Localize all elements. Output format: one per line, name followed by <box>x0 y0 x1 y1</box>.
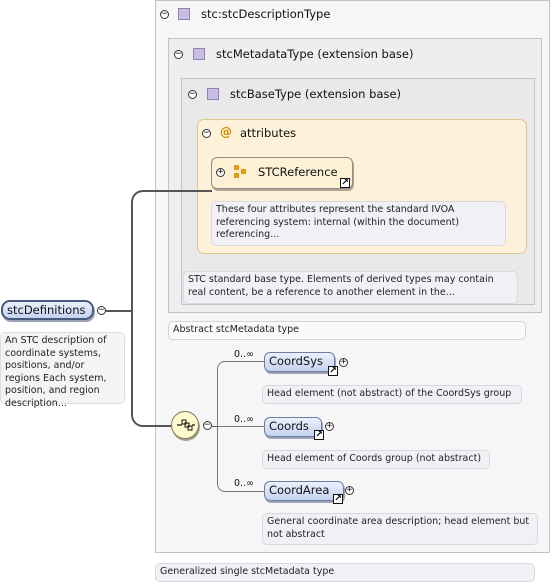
coordsys-link-icon[interactable]: ↗ <box>328 366 338 376</box>
element-coordarea[interactable]: CoordArea <box>264 481 344 501</box>
attribute-at-icon: @ <box>220 125 232 139</box>
element-coords[interactable]: Coords <box>264 417 322 437</box>
element-coordsys[interactable]: CoordSys <box>264 352 335 372</box>
attributes-title: attributes <box>240 126 297 140</box>
connector <box>226 491 264 492</box>
connector <box>131 190 157 427</box>
connector <box>212 426 218 427</box>
coords-expand-icon[interactable]: + <box>325 421 334 431</box>
description-type-doc: Generalized single stcMetadata type <box>155 563 535 582</box>
coordarea-occurrence: 0..∞ <box>234 478 254 489</box>
description-type-title: stc:stcDescriptionType <box>201 7 331 21</box>
stc-reference-link-icon[interactable]: ↗ <box>340 178 350 188</box>
coordsys-expand-icon[interactable]: + <box>339 357 348 367</box>
connector <box>217 361 227 492</box>
root-doc: An STC description of coordinate systems… <box>0 332 125 409</box>
connector <box>218 426 264 427</box>
coordarea-doc: General coordinate area description; hea… <box>262 513 538 545</box>
root-element-stc-definitions[interactable]: stcDefinitions <box>1 300 94 320</box>
metadata-type-collapse-icon[interactable]: − <box>174 49 183 59</box>
attributes-doc: These four attributes represent the stan… <box>211 201 506 246</box>
coordarea-link-icon[interactable]: ↗ <box>333 494 343 504</box>
coordsys-doc: Head element (not abstract) of the Coord… <box>262 385 522 404</box>
connector <box>156 425 172 427</box>
metadata-type-title: stcMetadataType (extension base) <box>216 47 414 61</box>
description-type-collapse-icon[interactable]: − <box>160 9 169 19</box>
complex-type-icon <box>207 88 219 100</box>
root-collapse-icon[interactable]: − <box>97 305 106 315</box>
base-type-doc: STC standard base type. Elements of deri… <box>183 271 518 304</box>
attribute-group-icon <box>234 165 248 179</box>
choice-collapse-icon[interactable]: − <box>203 420 212 430</box>
base-type-collapse-icon[interactable]: − <box>188 89 197 99</box>
complex-type-icon <box>178 8 190 20</box>
connector <box>226 361 264 362</box>
coords-link-icon[interactable]: ↗ <box>314 430 324 440</box>
connector <box>156 190 212 192</box>
stc-reference-label: STCReference <box>258 165 338 179</box>
choice-compositor-icon[interactable] <box>171 411 199 439</box>
coordarea-expand-icon[interactable]: + <box>345 485 354 495</box>
connector <box>106 310 131 312</box>
metadata-type-doc: Abstract stcMetadata type <box>168 321 526 340</box>
coords-doc: Head element of Coords group (not abstra… <box>262 450 490 469</box>
base-type-title: stcBaseType (extension base) <box>230 87 402 101</box>
attributes-collapse-icon[interactable]: − <box>202 128 211 138</box>
stc-reference-expand-icon[interactable]: + <box>216 167 225 177</box>
coordsys-occurrence: 0..∞ <box>234 349 254 360</box>
complex-type-icon <box>193 48 205 60</box>
coords-occurrence: 0..∞ <box>234 414 254 425</box>
